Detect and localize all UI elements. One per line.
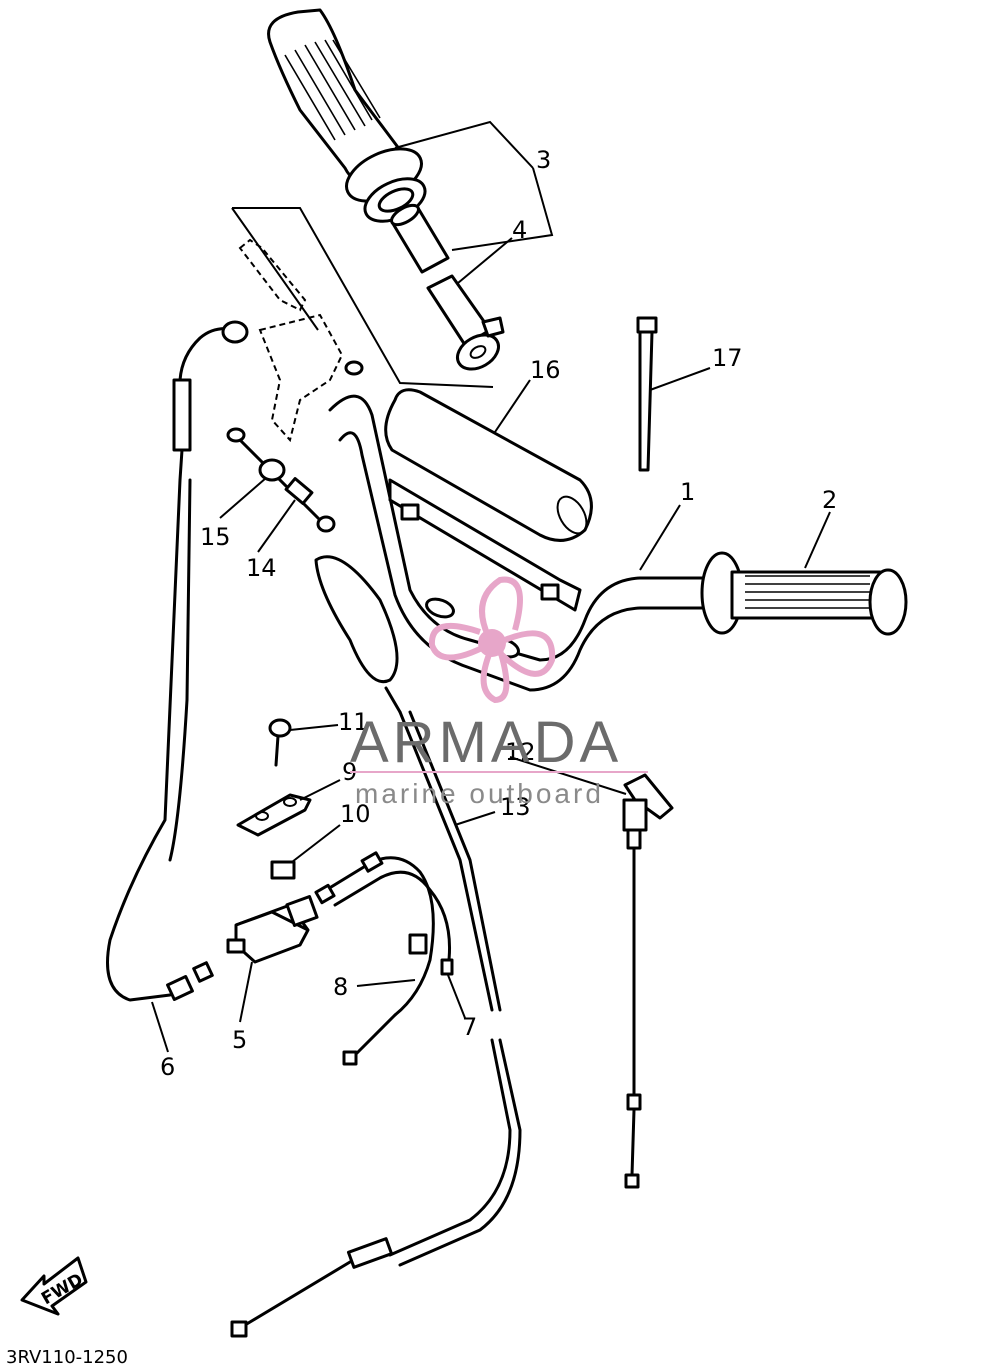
watermark: ARMADA marine outboard [350, 576, 648, 809]
callout-16: 16 [530, 356, 561, 384]
bracket-plate [236, 793, 312, 837]
screw [268, 718, 292, 767]
callout-8: 8 [333, 973, 348, 1001]
cable-set-7-8 [314, 851, 454, 1066]
throttle-sleeve [390, 203, 505, 371]
callout-17: 17 [712, 344, 743, 372]
callout-7: 7 [462, 1013, 477, 1041]
throttle-cable [230, 555, 522, 1338]
logo-petal-top [479, 576, 523, 642]
callout-6: 6 [160, 1053, 175, 1081]
throttle-grip [267, 8, 427, 223]
callout-leaders [151, 120, 831, 1053]
logo-petal-left [428, 622, 490, 661]
cable-tie [636, 316, 658, 472]
logo-petal-bottom [480, 649, 510, 704]
watermark-tagline: marine outboard [355, 778, 604, 809]
clutch-cable [106, 320, 249, 1002]
callout-9: 9 [342, 758, 357, 786]
watermark-brand: ARMADA [350, 710, 622, 775]
callout-1: 1 [680, 478, 695, 506]
left-grip [700, 551, 908, 636]
diagram-code: 3RV110-1250 [6, 1347, 128, 1368]
callout-2: 2 [822, 486, 837, 514]
callout-15: 15 [200, 523, 231, 551]
callout-11: 11 [338, 708, 369, 736]
callout-14: 14 [246, 554, 277, 582]
clip [270, 860, 296, 880]
hot-start-lever [622, 773, 674, 1189]
handlebar-pad [384, 388, 593, 612]
adjuster-assembly [226, 427, 336, 533]
callout-4: 4 [512, 216, 527, 244]
logo-petal-right [499, 630, 556, 677]
throttle-housing [238, 238, 364, 443]
dashed-bracket [231, 207, 494, 388]
callout-10: 10 [340, 800, 371, 828]
callout-12: 12 [505, 738, 536, 766]
callout-labels: 1 2 3 4 5 6 7 8 9 10 11 12 13 14 15 16 1… [160, 146, 837, 1081]
watermark-logo-center [478, 629, 506, 657]
callout-13: 13 [500, 793, 531, 821]
callout-5: 5 [232, 1026, 247, 1054]
callout-3: 3 [536, 146, 551, 174]
lever-holder [226, 895, 319, 964]
fwd-arrow-icon: FWD [20, 1256, 88, 1316]
watermark-logo-icon [428, 576, 556, 704]
